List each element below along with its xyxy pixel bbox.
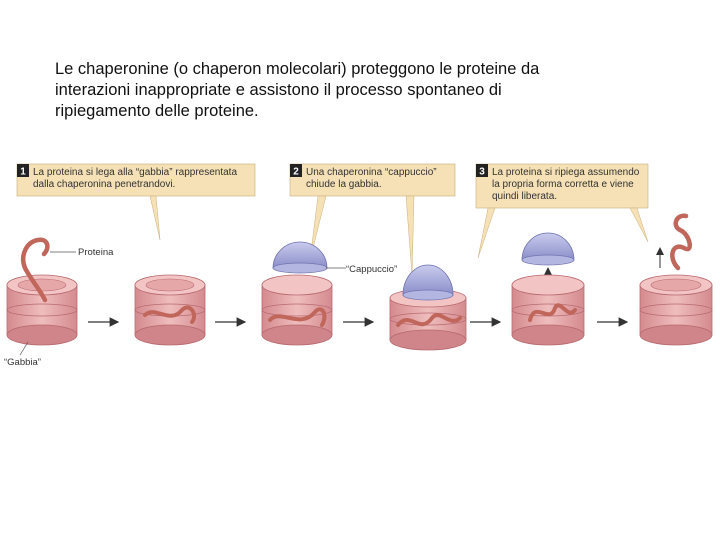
intro-text: Le chaperonine (o chaperon molecolari) p…: [55, 59, 655, 122]
cage-2: [134, 274, 206, 346]
protein-unfolded-1: [20, 237, 50, 303]
step-1-line-1: La proteina si lega alla “gabbia” rappre…: [33, 167, 237, 178]
protein-folding-4: [396, 313, 462, 327]
protein-folded-5: [528, 303, 577, 322]
cage-6: [639, 274, 713, 346]
label-cap: “Cappuccio”: [346, 264, 397, 275]
protein-released: [670, 213, 693, 271]
cap-on-cage: [402, 264, 454, 301]
intro-line-2: interazioni inappropriate e assistono il…: [55, 81, 502, 99]
step-number-1: 1: [20, 167, 26, 178]
protein-bound-2: [143, 305, 197, 324]
intro-line-1: Le chaperonine (o chaperon molecolari) p…: [55, 60, 540, 78]
cage-1: [6, 274, 78, 346]
step-box-1: 1 La proteina si lega alla “gabbia” rapp…: [16, 163, 256, 241]
cage-5: [511, 274, 585, 346]
chaperonin-diagram: 1 La proteina si lega alla “gabbia” rapp…: [4, 163, 713, 368]
step-2-line-2: chiude la gabbia.: [306, 179, 382, 190]
step-2-line-1: Una chaperonina “cappuccio”: [306, 167, 437, 178]
step-3-line-2: la propria forma corretta e viene: [492, 179, 634, 190]
step-box-2: 2 Una chaperonina “cappuccio” chiude la …: [289, 163, 456, 276]
step-number-2: 2: [293, 167, 299, 178]
protein-inside-3: [268, 307, 327, 327]
cap-free: [272, 241, 328, 274]
step-number-3: 3: [479, 167, 485, 178]
step-box-3: 3 La proteina si ripiega assumendo la pr…: [475, 163, 649, 259]
intro-line-3: ripiegamento delle proteine.: [55, 102, 259, 120]
cap-lifting: [521, 232, 575, 266]
cage-pointer: [19, 341, 29, 356]
step-3-line-1: La proteina si ripiega assumendo: [492, 167, 640, 178]
step-1-line-2: dalla chaperonina penetrandovi.: [33, 179, 175, 190]
step-3-line-3: quindi liberata.: [492, 191, 557, 202]
label-cage: “Gabbia”: [4, 357, 41, 368]
label-protein: Proteina: [78, 247, 114, 258]
